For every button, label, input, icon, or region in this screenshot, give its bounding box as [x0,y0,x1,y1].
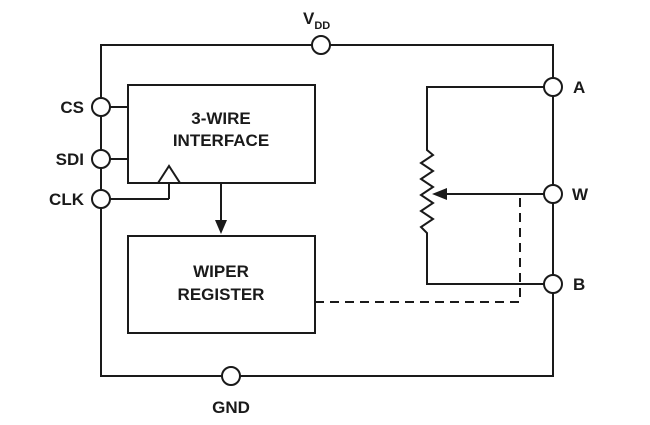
wiper-register-block [127,235,316,334]
sdi-pin [91,149,111,169]
gnd-label: GND [212,398,250,417]
vdd-pin [311,35,331,55]
clock-input-triangle [156,164,182,184]
clk-pin [91,189,111,209]
wiper-register-label-line1: WIPER [193,262,249,281]
wiper-register-label-line2: REGISTER [178,285,265,304]
a-label: A [573,78,585,97]
wiper-control-dashed-link [315,194,521,303]
sdi-label: SDI [56,150,84,169]
resistor-element [419,86,553,285]
wiper-arrow-head [432,188,447,200]
vdd-label: VDD [303,9,330,32]
w-label: W [572,185,589,204]
cs-label: CS [60,98,84,117]
clk-label: CLK [49,190,85,209]
gnd-pin [221,366,241,386]
a-pin [543,77,563,97]
b-label: B [573,275,585,294]
interface-to-register-arrow-head [215,220,227,234]
interface-block-label-line1: 3-WIRE [191,109,251,128]
w-pin [543,184,563,204]
interface-block-label-line2: INTERFACE [173,131,269,150]
b-pin [543,274,563,294]
vdd-label-subscript: DD [314,20,330,32]
chip-outline [100,44,554,377]
vdd-label-main: V [303,9,315,28]
cs-pin [91,97,111,117]
